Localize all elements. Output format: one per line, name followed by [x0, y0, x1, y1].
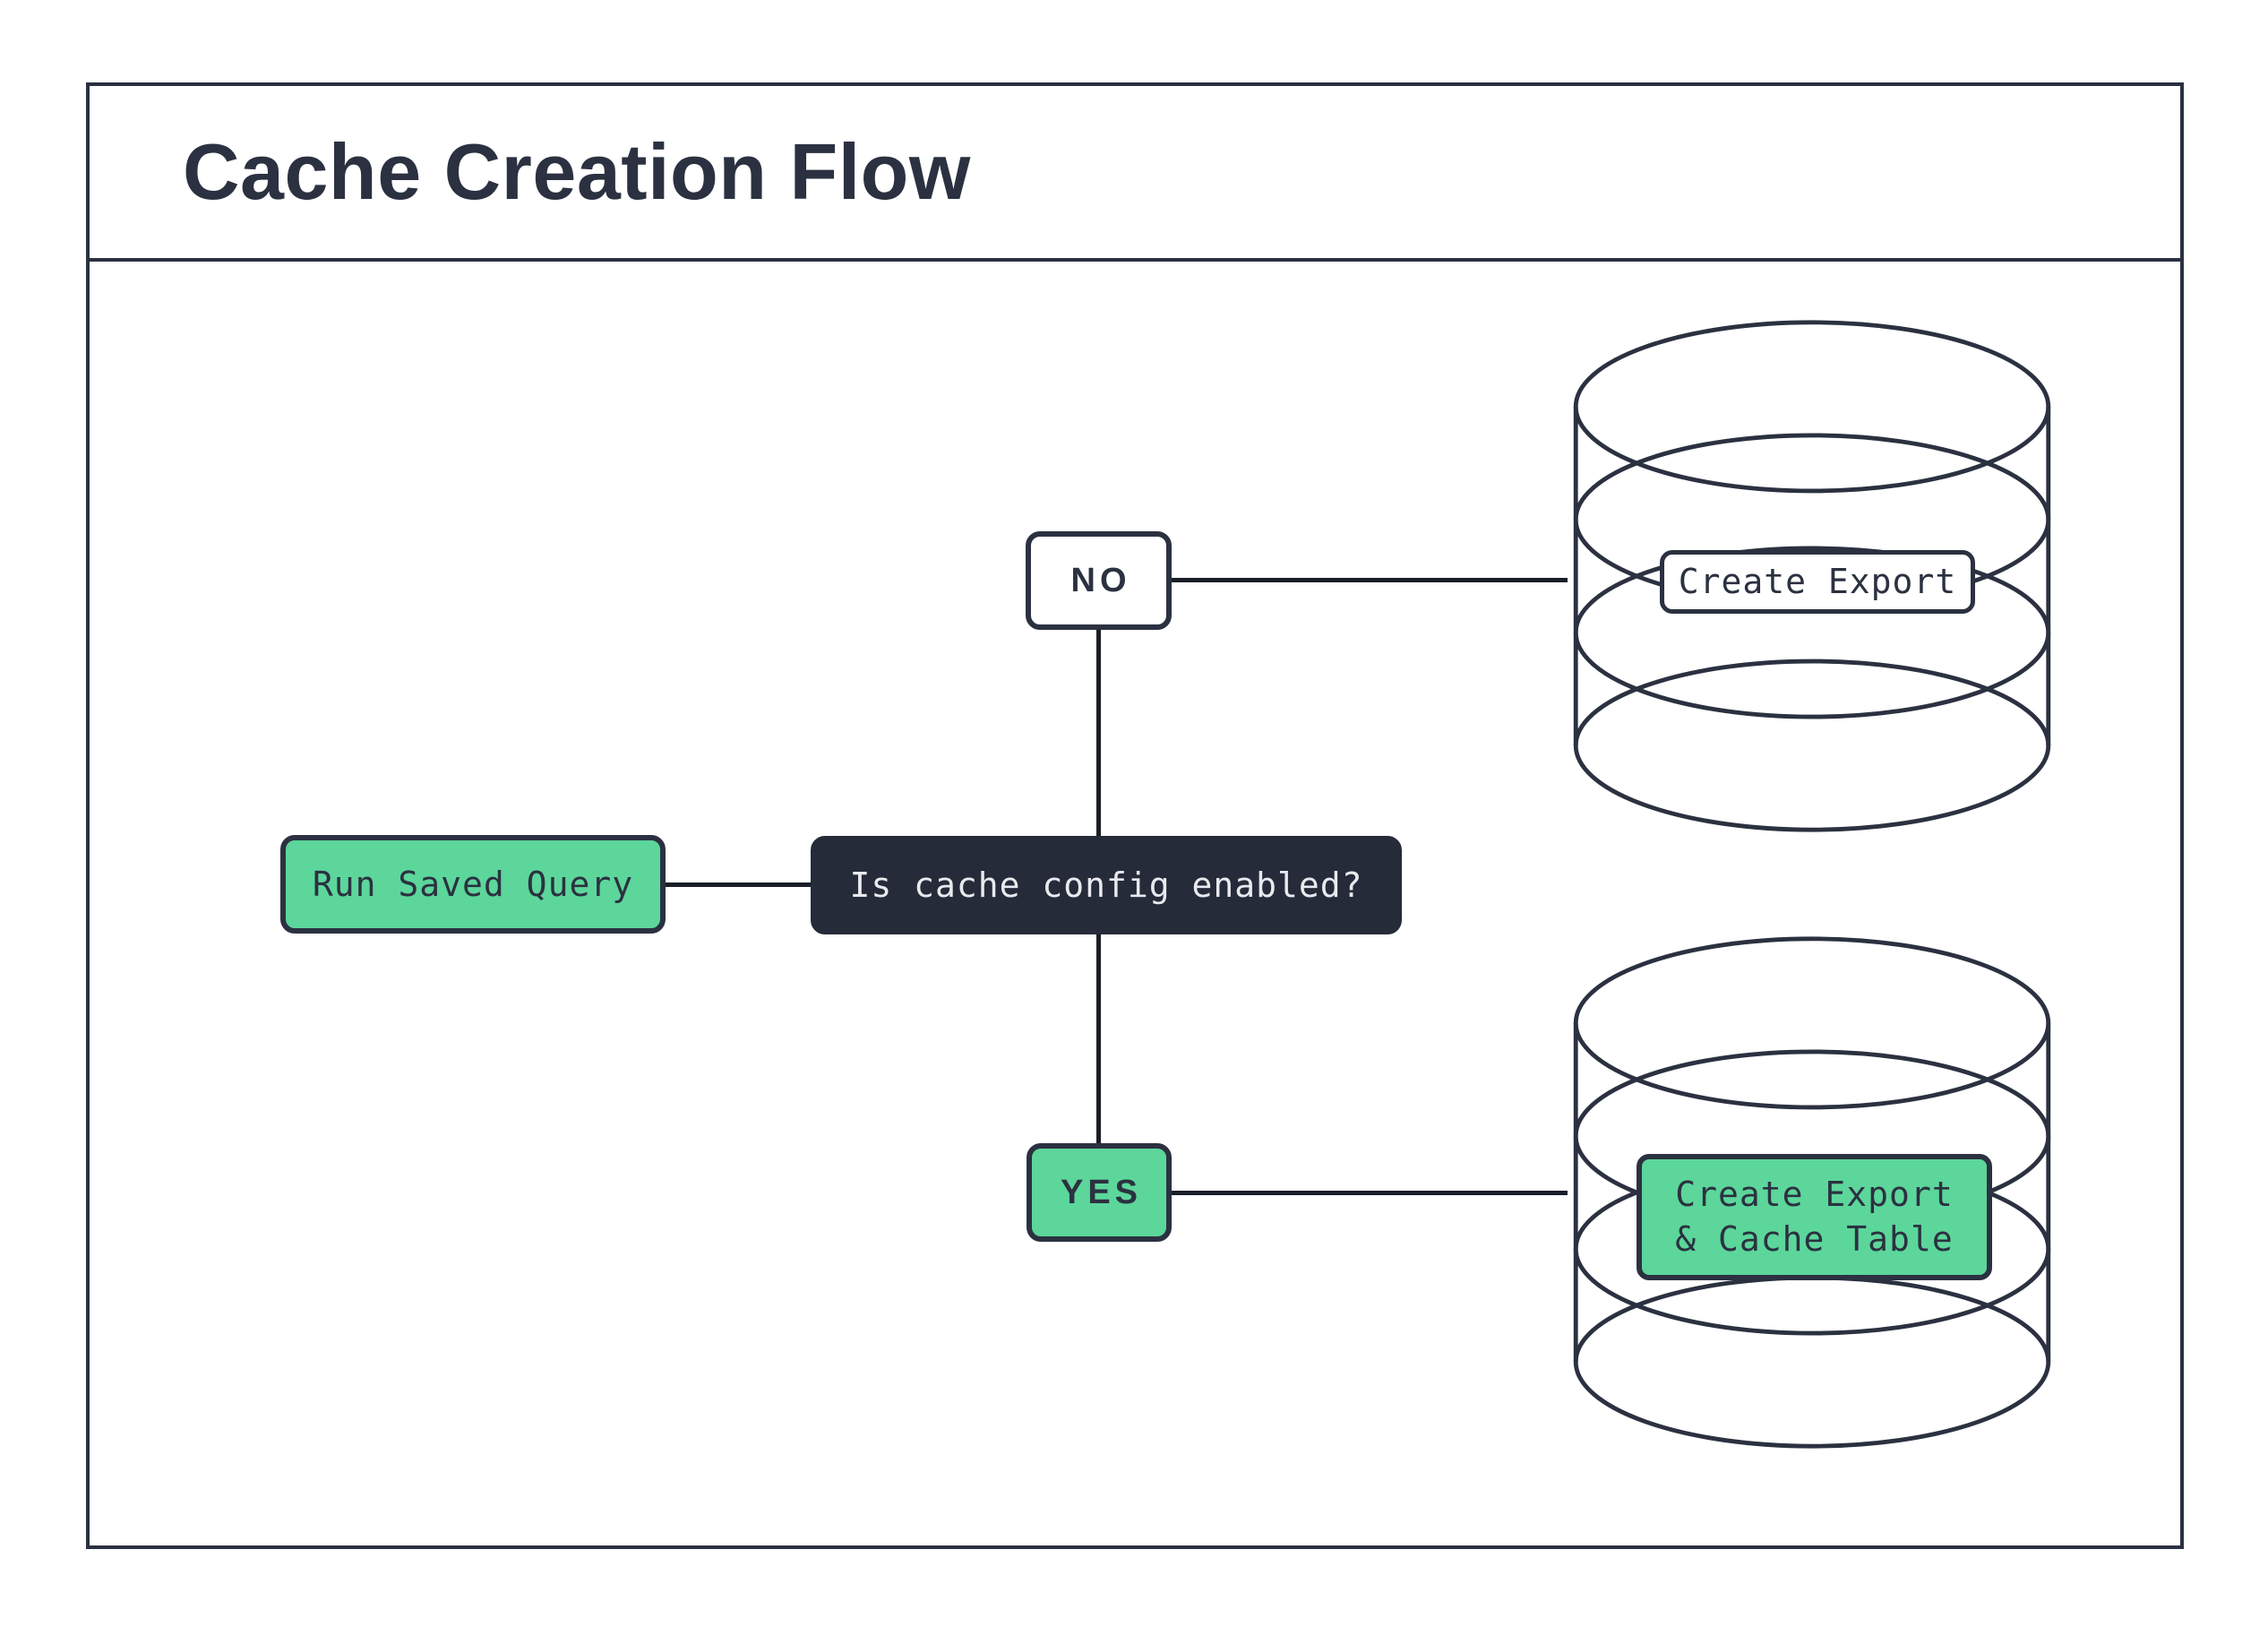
database-cylinder-icon	[1564, 934, 2060, 1451]
connector-decision-to-no	[1096, 627, 1101, 839]
node-decision-label: Is cache config enabled?	[849, 865, 1363, 905]
connector-decision-to-yes	[1096, 932, 1101, 1145]
node-run-saved-query: Run Saved Query	[280, 835, 666, 934]
branch-yes-label: YES	[1060, 1173, 1143, 1211]
branch-yes: YES	[1027, 1143, 1172, 1242]
branch-no-label: NO	[1070, 561, 1131, 599]
node-decision-cache-config: Is cache config enabled?	[811, 836, 1402, 934]
page-title: Cache Creation Flow	[183, 127, 971, 216]
connector-no-to-database	[1170, 578, 1568, 582]
label-create-export-cache-table: Create Export & Cache Table	[1637, 1154, 1992, 1280]
label-create-export-cache-line1: Create Export	[1675, 1175, 1954, 1215]
node-run-saved-query-label: Run Saved Query	[312, 865, 634, 904]
branch-no: NO	[1026, 531, 1172, 630]
label-create-export-text: Create Export	[1678, 561, 1957, 601]
connector-yes-to-database	[1169, 1191, 1568, 1195]
connector-start-to-decision	[663, 882, 812, 887]
label-create-export-cache-line2: & Cache Table	[1675, 1218, 1954, 1259]
diagram-frame	[86, 82, 2184, 1549]
label-create-export: Create Export	[1660, 550, 1975, 614]
title-bar: Cache Creation Flow	[86, 82, 2184, 262]
